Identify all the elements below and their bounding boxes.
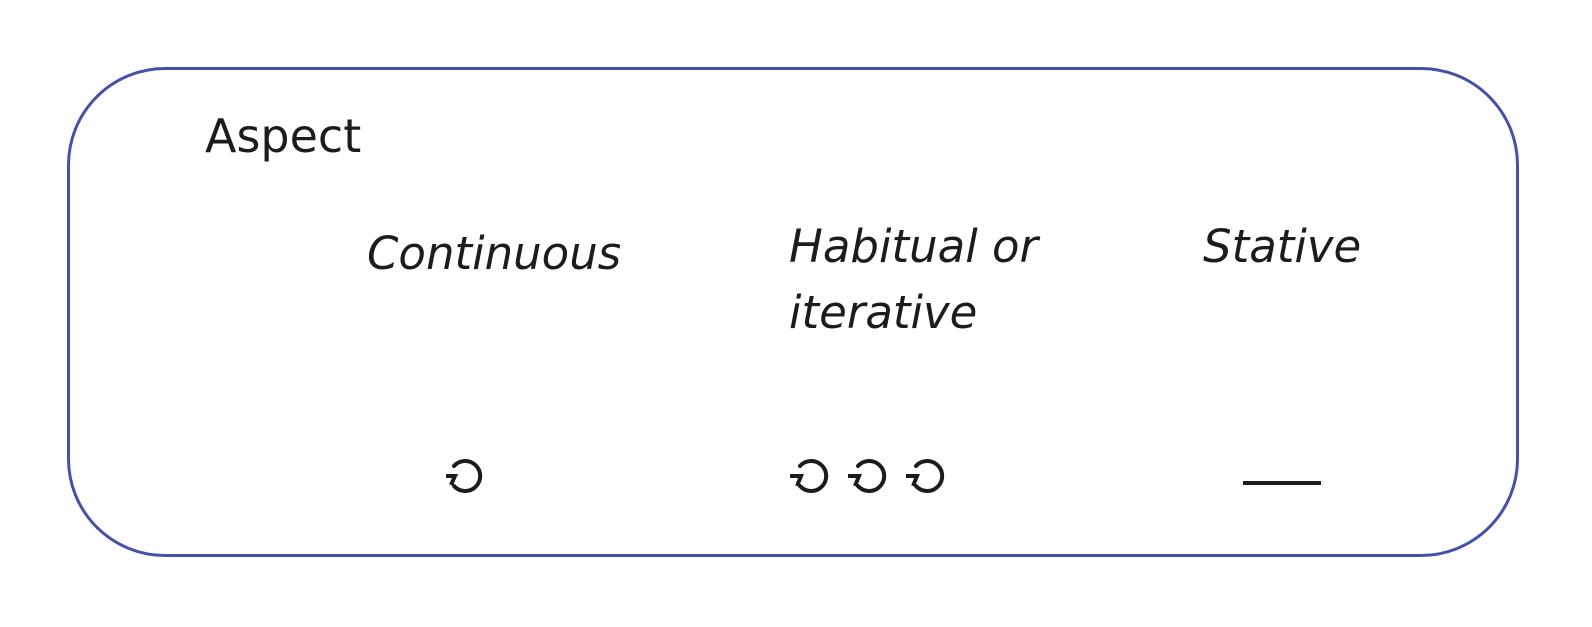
cycle-arrow-icon	[906, 459, 945, 493]
habitual-iterative-symbol	[786, 455, 962, 497]
aspect-title: Aspect	[205, 109, 362, 163]
triple-cycle-icon	[790, 459, 945, 493]
stative-symbol	[1243, 478, 1321, 488]
horizontal-line-icon	[1243, 481, 1321, 485]
cycle-arrow-icon	[790, 459, 829, 493]
stative-label: Stative	[1203, 220, 1362, 273]
continuous-symbol	[440, 455, 492, 497]
cycle-arrow-icon	[446, 459, 483, 493]
habitual-iterative-label: Habitual or iterative	[789, 220, 1039, 339]
cycle-arrow-icon	[848, 459, 887, 493]
continuous-label: Continuous	[367, 227, 622, 280]
